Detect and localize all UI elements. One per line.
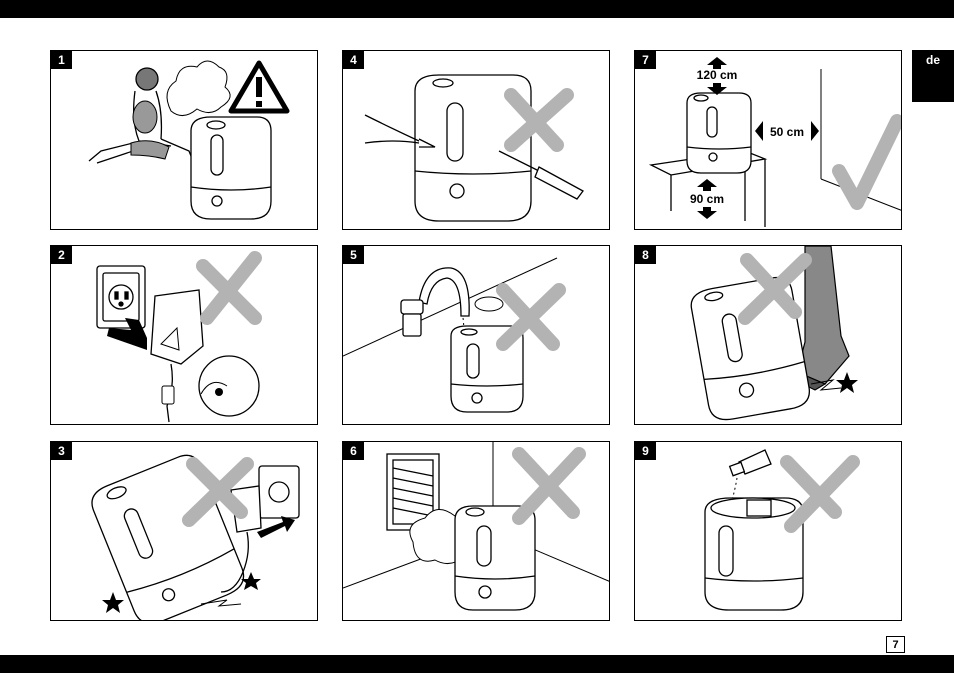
panel-5-filling: 5	[342, 245, 610, 425]
panel-number: 2	[51, 246, 72, 264]
humidifier-icon	[705, 498, 803, 610]
left-arrow-icon	[755, 121, 763, 141]
language-tab: de	[912, 50, 954, 102]
panel-8-illustration	[635, 246, 902, 425]
panel-number: 8	[635, 246, 656, 264]
panel-1-warning: 1	[50, 50, 318, 230]
panel-number: 9	[635, 442, 656, 460]
panel-5-illustration	[343, 246, 610, 425]
bottle-icon	[730, 450, 771, 476]
humidifier-icon	[689, 275, 812, 423]
panel-3-tipping: 3	[50, 441, 318, 621]
panel-number: 7	[635, 51, 656, 69]
panel-1-illustration	[51, 51, 318, 230]
bottom-bar	[0, 655, 954, 673]
power-adapter-icon	[151, 290, 203, 364]
panel-number: 4	[343, 51, 364, 69]
panel-number: 6	[343, 442, 364, 460]
warning-triangle-icon	[231, 63, 287, 111]
dog-icon	[131, 101, 169, 159]
wall-outlet-icon	[259, 466, 299, 518]
panel-number: 5	[343, 246, 364, 264]
panel-4-tools: 4	[342, 50, 610, 230]
water-cap-icon	[475, 297, 503, 311]
dimension-side-label: 50 cm	[770, 125, 804, 139]
panel-number: 1	[51, 51, 72, 69]
impact-star-icon	[836, 372, 858, 393]
steam-cloud-icon	[167, 61, 230, 116]
prohibited-cross-icon	[503, 290, 559, 344]
humidifier-icon	[687, 93, 751, 173]
panel-2-illustration	[51, 246, 318, 425]
panel-7-clearance: 7 120 cm 50 cm 90 cm	[634, 50, 902, 230]
unplug-arrow-icon	[257, 516, 295, 538]
zoom-detail-icon	[199, 356, 259, 416]
dimension-bottom-label: 90 cm	[690, 192, 724, 206]
panel-8-kick: 8	[634, 245, 902, 425]
page-number: 7	[886, 636, 905, 653]
panel-4-illustration	[343, 51, 610, 230]
panel-number: 3	[51, 442, 72, 460]
panel-9-additives: 9	[634, 441, 902, 621]
panel-3-illustration	[51, 442, 318, 621]
humidifier-icon	[191, 117, 271, 219]
dimension-top-label: 120 cm	[697, 68, 738, 82]
prohibited-cross-icon	[203, 258, 255, 318]
language-tab-label: de	[926, 53, 940, 67]
up-arrow-icon	[697, 179, 717, 191]
impact-star-icon	[102, 592, 124, 613]
wall-outlet-icon	[97, 266, 145, 328]
panel-9-illustration	[635, 442, 902, 621]
panel-6-wall-vent: 6	[342, 441, 610, 621]
panel-7-illustration: 120 cm 50 cm 90 cm	[635, 51, 902, 230]
panel-2-power: 2	[50, 245, 318, 425]
prohibited-cross-icon	[787, 462, 853, 526]
approved-check-icon	[839, 121, 897, 203]
faucet-icon	[401, 268, 469, 336]
top-bar	[0, 0, 954, 18]
prohibited-cross-icon	[519, 454, 579, 518]
down-arrow-icon	[697, 207, 717, 219]
right-arrow-icon	[811, 121, 819, 141]
panel-6-illustration	[343, 442, 610, 621]
